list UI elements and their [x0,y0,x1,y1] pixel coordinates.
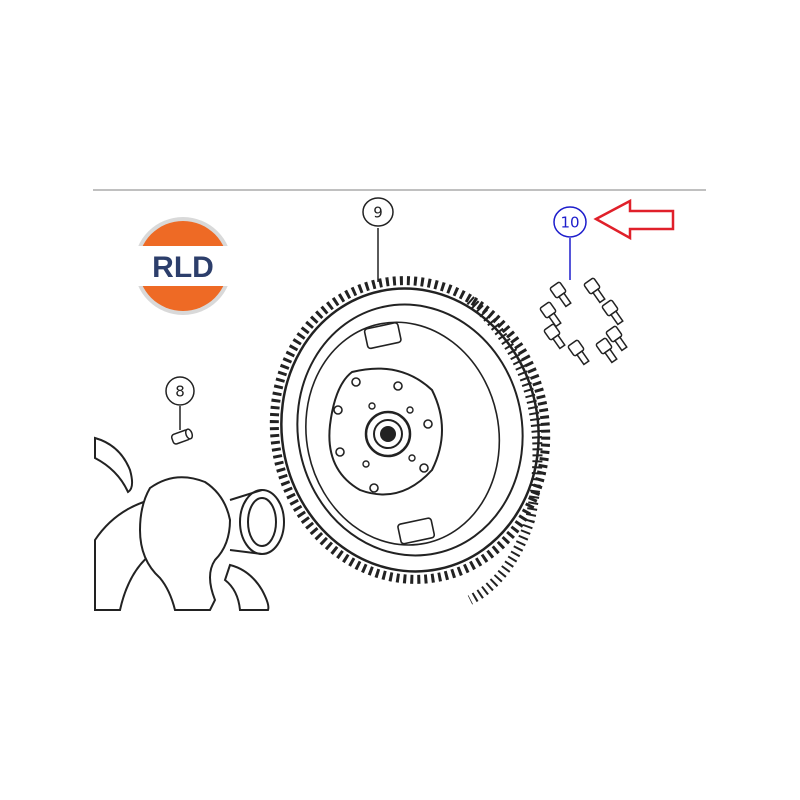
callout-label-10: 10 [560,214,579,232]
callout-10[interactable]: 10 [553,206,587,280]
flywheel-teeth [269,276,551,584]
bolt [567,339,590,366]
bolt [595,337,618,364]
bolt-set [539,277,628,366]
callout-8[interactable]: 8 [165,376,195,430]
rld-logo: RLD [134,217,232,315]
crankshaft [94,436,285,611]
arrow-left-icon [593,198,675,241]
flywheel-rim-inner [296,303,524,557]
flywheel-slot-bottom [397,517,436,545]
flywheel-hub [328,367,443,496]
callout-label-9: 9 [373,204,383,222]
bolt [601,299,624,326]
bolt [539,301,562,328]
flywheel-slot-top [363,322,402,350]
bolt [543,323,566,350]
dowel-pin [170,428,194,445]
logo-text: RLD [152,251,214,284]
bolt [605,325,628,352]
bolt [583,277,606,304]
flywheel-side-band [466,296,543,605]
callout-9[interactable]: 9 [362,197,394,282]
callout-label-8: 8 [175,383,185,401]
bolt [549,281,572,308]
